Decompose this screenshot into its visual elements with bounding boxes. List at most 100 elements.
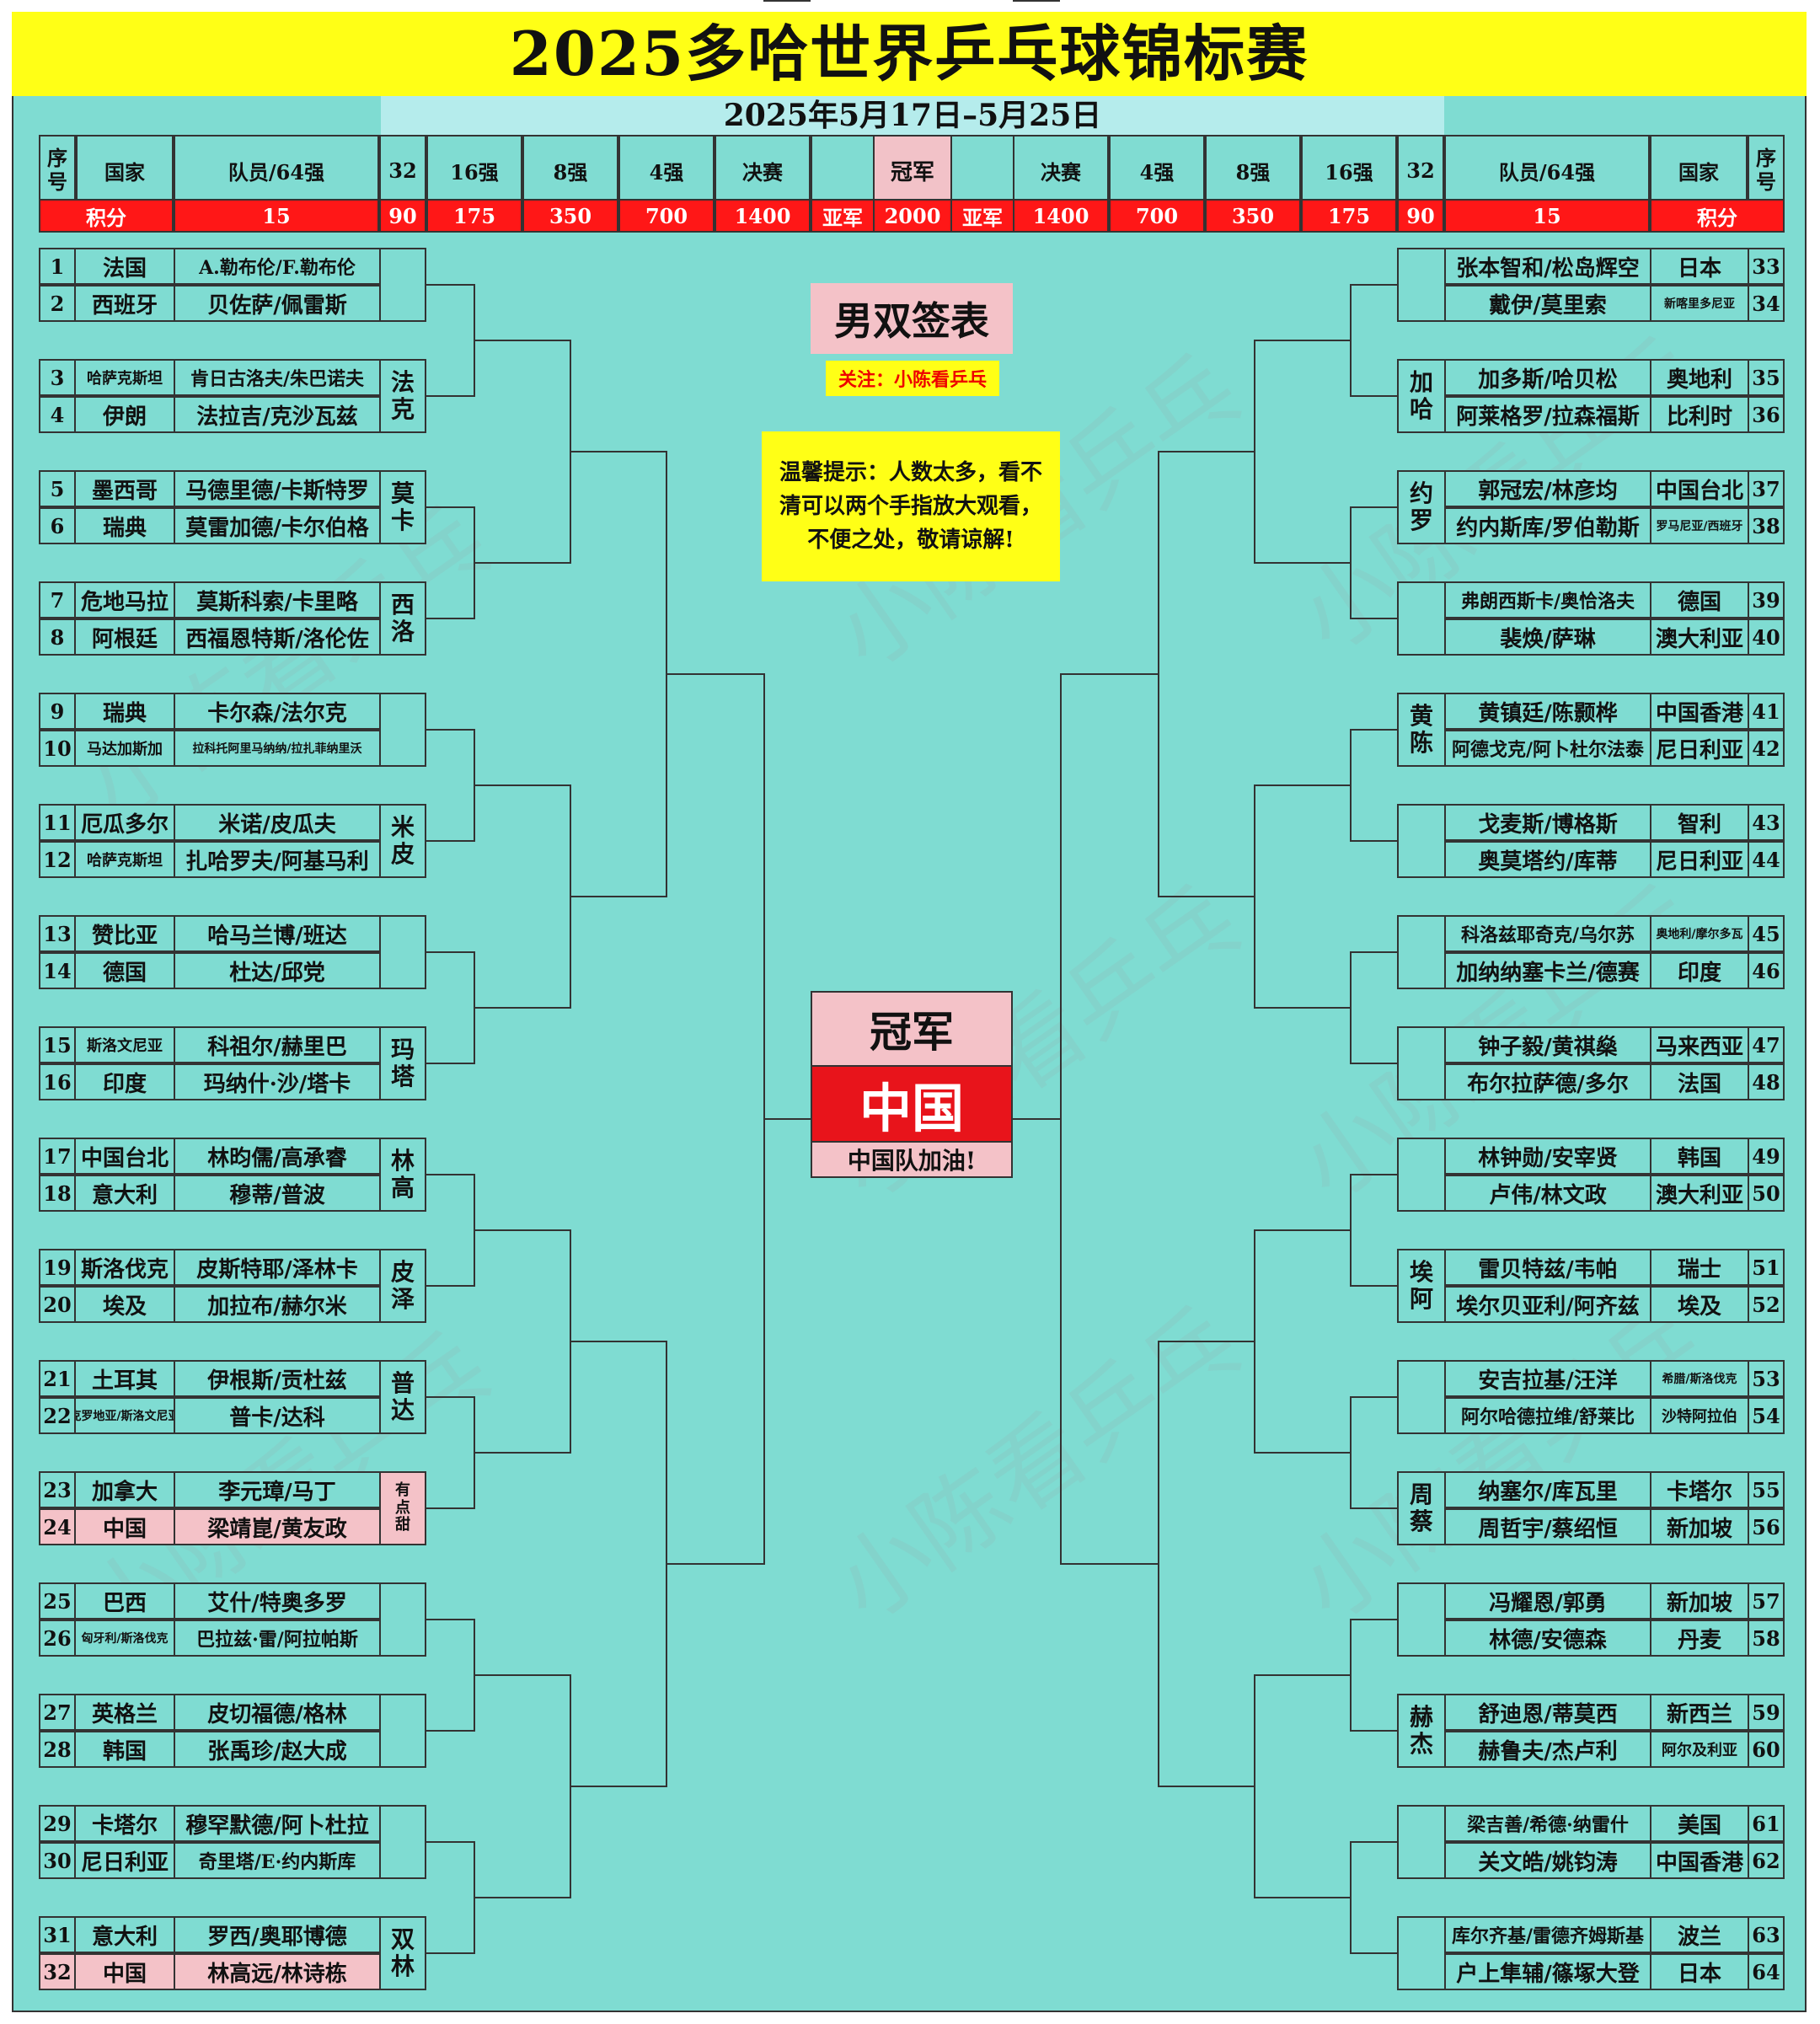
country-name: 斯洛伐克 xyxy=(74,1249,175,1286)
bracket-line xyxy=(1254,340,1303,341)
bracket-line xyxy=(763,1118,811,1120)
bracket-line xyxy=(1301,1229,1350,1231)
seed-number: 28 xyxy=(39,1731,76,1768)
seed-number: 22 xyxy=(39,1397,76,1434)
seed-number: 45 xyxy=(1748,915,1785,952)
seed-number: 54 xyxy=(1748,1397,1785,1434)
r32-winner: 法克 xyxy=(379,359,426,433)
seed-number: 49 xyxy=(1748,1138,1785,1175)
country-name: 英格兰 xyxy=(74,1694,175,1731)
player-pair: 弗朗西斯卡/奥恰洛夫 xyxy=(1444,581,1651,618)
seed-number: 9 xyxy=(39,693,76,730)
bracket-line xyxy=(521,1229,570,1231)
player-pair: 巴拉兹·雷/阿拉帕斯 xyxy=(174,1620,381,1657)
seed-number: 12 xyxy=(39,841,76,878)
seed-number: 50 xyxy=(1748,1175,1785,1212)
country-name: 韩国 xyxy=(1650,1138,1749,1175)
country-name: 德国 xyxy=(74,952,175,989)
player-pair: 林钟勋/安宰贤 xyxy=(1444,1138,1651,1175)
pts-r32-r: 90 xyxy=(1397,199,1444,233)
bracket-line xyxy=(474,1229,522,1231)
country-name: 卡塔尔 xyxy=(74,1805,175,1842)
country-name: 厄瓜多尔 xyxy=(74,804,175,841)
country-name: 意大利 xyxy=(74,1916,175,1953)
bracket-line xyxy=(617,896,666,897)
player-pair: 纳塞尔/库瓦里 xyxy=(1444,1471,1651,1508)
hdr-r16-r: 16强 xyxy=(1301,135,1397,206)
bracket-line xyxy=(1350,1841,1399,1843)
bracket-line xyxy=(1060,673,1062,1565)
bracket-line xyxy=(425,1174,474,1175)
bracket-line xyxy=(1350,1619,1399,1620)
country-name: 斯洛文尼亚 xyxy=(74,1026,175,1063)
seed-number: 17 xyxy=(39,1138,76,1175)
country-name: 尼日利亚 xyxy=(1650,841,1749,878)
bracket-line xyxy=(1254,784,1255,1009)
pts-label: 积分 xyxy=(39,199,174,233)
hdr-country: 国家 xyxy=(76,135,174,206)
seed-number: 40 xyxy=(1748,618,1785,656)
seed-number: 64 xyxy=(1748,1953,1785,1990)
player-pair: 库尔齐基/雷德齐姆斯基 xyxy=(1444,1916,1651,1953)
draw-title: 男双签表 xyxy=(811,283,1013,354)
country-name: 匈牙利/斯洛伐克 xyxy=(74,1620,175,1657)
country-name: 马达加斯加 xyxy=(74,730,175,767)
bracket-line xyxy=(1350,1063,1399,1064)
country-name: 澳大利亚 xyxy=(1650,1175,1749,1212)
hdr-r16: 16强 xyxy=(426,135,522,206)
country-name: 西班牙 xyxy=(74,285,175,322)
country-name: 巴西 xyxy=(74,1582,175,1620)
bracket-line xyxy=(570,896,618,897)
player-pair: 约内斯库/罗伯勒斯 xyxy=(1444,507,1651,544)
bracket-line xyxy=(521,1452,570,1454)
seed-number: 63 xyxy=(1748,1916,1785,1953)
player-pair: 扎哈罗夫/阿基马利 xyxy=(174,841,381,878)
r32-winner: 约罗 xyxy=(1397,470,1446,544)
tip-box: 温馨提示：人数太多，看不清可以两个手指放大观看，不便之处，敬请谅解! xyxy=(762,431,1060,581)
hdr-blank-r xyxy=(950,135,1014,206)
player-pair: 奇里塔/E·约内斯库 xyxy=(174,1842,381,1879)
bracket-line xyxy=(1350,1730,1399,1732)
title-band: 2025多哈世界乒乓球锦标赛 xyxy=(12,12,1807,96)
seed-number: 5 xyxy=(39,470,76,507)
country-name: 法国 xyxy=(1650,1063,1749,1100)
country-name: 新西兰 xyxy=(1650,1694,1749,1731)
player-pair: 赫鲁夫/杰卢利 xyxy=(1444,1731,1651,1768)
bracket-line xyxy=(1350,506,1352,619)
seed-number: 11 xyxy=(39,804,76,841)
bracket-line xyxy=(521,340,570,341)
seed-number: 13 xyxy=(39,915,76,952)
bracket-line xyxy=(1350,618,1399,619)
seed-number: 42 xyxy=(1748,730,1785,767)
bracket-line xyxy=(1254,1674,1303,1676)
hdr-champion: 冠军 xyxy=(873,135,952,206)
bracket-line xyxy=(1158,451,1159,897)
bracket-line xyxy=(474,1674,522,1676)
pts-qf: 350 xyxy=(522,199,618,233)
seed-number: 56 xyxy=(1748,1508,1785,1545)
hdr-sf: 4强 xyxy=(618,135,715,206)
bracket-line xyxy=(1254,1007,1303,1009)
seed-number: 58 xyxy=(1748,1620,1785,1657)
bracket-line xyxy=(1254,1674,1255,1898)
seed-number: 25 xyxy=(39,1582,76,1620)
follow-note: 关注：小陈看乒乓 xyxy=(826,361,999,396)
country-name: 印度 xyxy=(74,1063,175,1100)
r32-winner: 林高 xyxy=(379,1138,426,1212)
country-name: 伊朗 xyxy=(74,396,175,433)
bracket-line xyxy=(425,1396,474,1398)
country-name: 阿尔及利亚 xyxy=(1650,1731,1749,1768)
player-pair: 科洛兹耶奇克/乌尔苏 xyxy=(1444,915,1651,952)
country-name: 卡塔尔 xyxy=(1650,1471,1749,1508)
r32-winner xyxy=(1397,1026,1446,1100)
seed-number: 43 xyxy=(1748,804,1785,841)
player-pair: 林德/安德森 xyxy=(1444,1620,1651,1657)
seed-number: 57 xyxy=(1748,1582,1785,1620)
player-pair: 张本智和/松岛辉空 xyxy=(1444,248,1651,285)
bracket-line xyxy=(1301,1897,1350,1898)
bracket-line xyxy=(1350,840,1399,842)
r32-winner xyxy=(379,693,426,767)
player-pair: 安吉拉基/汪洋 xyxy=(1444,1360,1651,1397)
bracket-line xyxy=(1301,1674,1350,1676)
country-name: 奥地利/摩尔多瓦 xyxy=(1650,915,1749,952)
